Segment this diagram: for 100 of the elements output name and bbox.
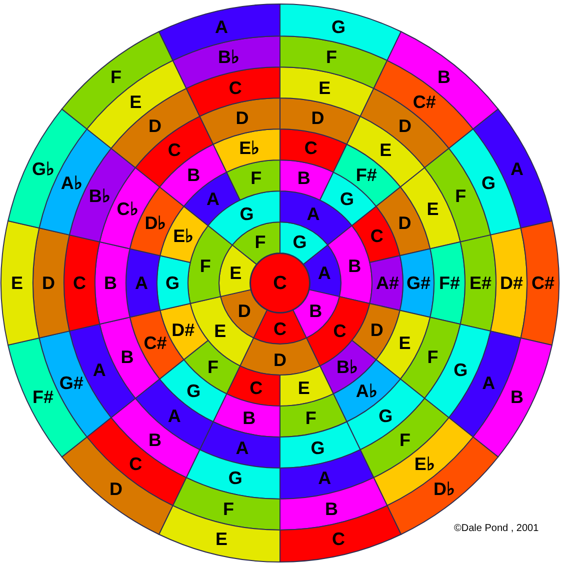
note-label: G bbox=[310, 439, 325, 458]
note-label: C bbox=[168, 141, 181, 160]
note-label: D bbox=[274, 350, 286, 368]
note-label: F bbox=[200, 256, 211, 275]
note-label: B bbox=[120, 348, 134, 366]
note-label: D bbox=[398, 117, 412, 136]
note-label: F# bbox=[32, 388, 54, 406]
note-label: A bbox=[214, 18, 228, 36]
note-label: F bbox=[222, 500, 234, 518]
note-label: A# bbox=[376, 274, 399, 292]
note-label: C# bbox=[144, 334, 167, 352]
note-label: E bbox=[298, 378, 310, 397]
note-label: C bbox=[228, 78, 242, 97]
copyright-note: ©Dale Pond , 2001 bbox=[454, 524, 539, 534]
note-label: D bbox=[236, 108, 249, 127]
note-label: C bbox=[332, 530, 346, 548]
note-label: C bbox=[370, 227, 384, 246]
note-label: E bbox=[230, 264, 242, 282]
note-label: F bbox=[455, 187, 466, 205]
note-label: A bbox=[306, 205, 320, 224]
note-label: D bbox=[311, 108, 324, 127]
note-label: G bbox=[292, 233, 307, 251]
note-label: D# bbox=[500, 274, 523, 292]
note-label: C bbox=[333, 322, 346, 340]
note-label: F bbox=[250, 169, 262, 188]
note-label: C# bbox=[532, 274, 554, 292]
note-label: C bbox=[304, 138, 318, 157]
note-label: E bbox=[11, 274, 23, 292]
note-label: B bbox=[510, 388, 524, 406]
note-label: B bbox=[187, 166, 200, 184]
note-label: A bbox=[206, 190, 220, 208]
note-label: F# bbox=[439, 274, 460, 292]
note-label: D bbox=[42, 274, 55, 292]
note-label: E bbox=[380, 141, 392, 160]
note-label: G# bbox=[406, 274, 430, 292]
note-label: B bbox=[148, 430, 162, 449]
note-label: B bbox=[309, 302, 322, 320]
note-label: E bbox=[214, 322, 226, 340]
note-label: D bbox=[110, 480, 123, 498]
note-label: E♭ bbox=[414, 454, 434, 473]
note-label: G# bbox=[59, 374, 84, 392]
note-label: G bbox=[454, 360, 468, 379]
note-label: B bbox=[348, 256, 362, 275]
note-label: A bbox=[318, 469, 332, 488]
note-label: E bbox=[130, 93, 142, 111]
note-label: G bbox=[240, 205, 254, 224]
note-label: G bbox=[340, 190, 354, 208]
note-label: F bbox=[254, 233, 266, 251]
note-label: C# bbox=[412, 93, 436, 111]
note-label: F bbox=[305, 409, 316, 428]
note-label: E bbox=[426, 200, 439, 218]
note-label: E♭ bbox=[173, 227, 194, 246]
note-label: C bbox=[129, 454, 142, 473]
note-label: G bbox=[332, 18, 346, 36]
note-label: B♭ bbox=[88, 187, 110, 205]
note-label: B bbox=[437, 68, 450, 86]
note-label: D# bbox=[172, 320, 195, 339]
note-label: A bbox=[92, 360, 106, 379]
note-label: A♭ bbox=[60, 174, 82, 192]
note-label: G bbox=[166, 274, 180, 292]
note-label: D bbox=[398, 214, 412, 232]
note-label: E# bbox=[469, 274, 492, 292]
note-label: B bbox=[325, 500, 338, 518]
note-label: B bbox=[242, 409, 256, 428]
note-label: A bbox=[135, 274, 148, 292]
note-label: C bbox=[274, 320, 286, 338]
note-label: D bbox=[370, 320, 384, 339]
note-label: E bbox=[318, 78, 331, 97]
note-label: C bbox=[73, 274, 86, 292]
note-label: D bbox=[148, 117, 162, 136]
note-label: G♭ bbox=[32, 160, 54, 178]
note-label: F bbox=[326, 48, 337, 66]
note-label: C♭ bbox=[116, 200, 138, 218]
note-label: D♭ bbox=[433, 480, 454, 498]
note-label: A bbox=[318, 264, 331, 282]
note-label: A bbox=[510, 160, 524, 178]
note-label: A♭ bbox=[356, 382, 377, 400]
note-label: F bbox=[110, 68, 122, 86]
note-label: D bbox=[238, 302, 251, 320]
note-label: G bbox=[228, 469, 242, 488]
note-label: E bbox=[398, 334, 411, 352]
note-label: F# bbox=[356, 166, 377, 184]
note-label: B♭ bbox=[218, 48, 239, 66]
note-label: F bbox=[207, 358, 218, 376]
note-label: E♭ bbox=[239, 138, 260, 157]
note-label: F bbox=[427, 348, 438, 366]
note-label: G bbox=[378, 406, 393, 425]
note-label: G bbox=[482, 174, 496, 192]
note-label: G bbox=[186, 382, 201, 400]
note-label: F bbox=[400, 430, 410, 449]
note-label: B♭ bbox=[336, 358, 358, 376]
note-label: A bbox=[236, 439, 249, 458]
note-label: C bbox=[250, 378, 263, 397]
note-label: A bbox=[168, 406, 181, 425]
note-label: A bbox=[482, 374, 496, 392]
note-label: C bbox=[273, 274, 287, 292]
note-label: B bbox=[104, 274, 117, 292]
note-label: D♭ bbox=[144, 214, 166, 232]
note-label: E bbox=[215, 530, 228, 548]
note-label: B bbox=[297, 169, 310, 188]
